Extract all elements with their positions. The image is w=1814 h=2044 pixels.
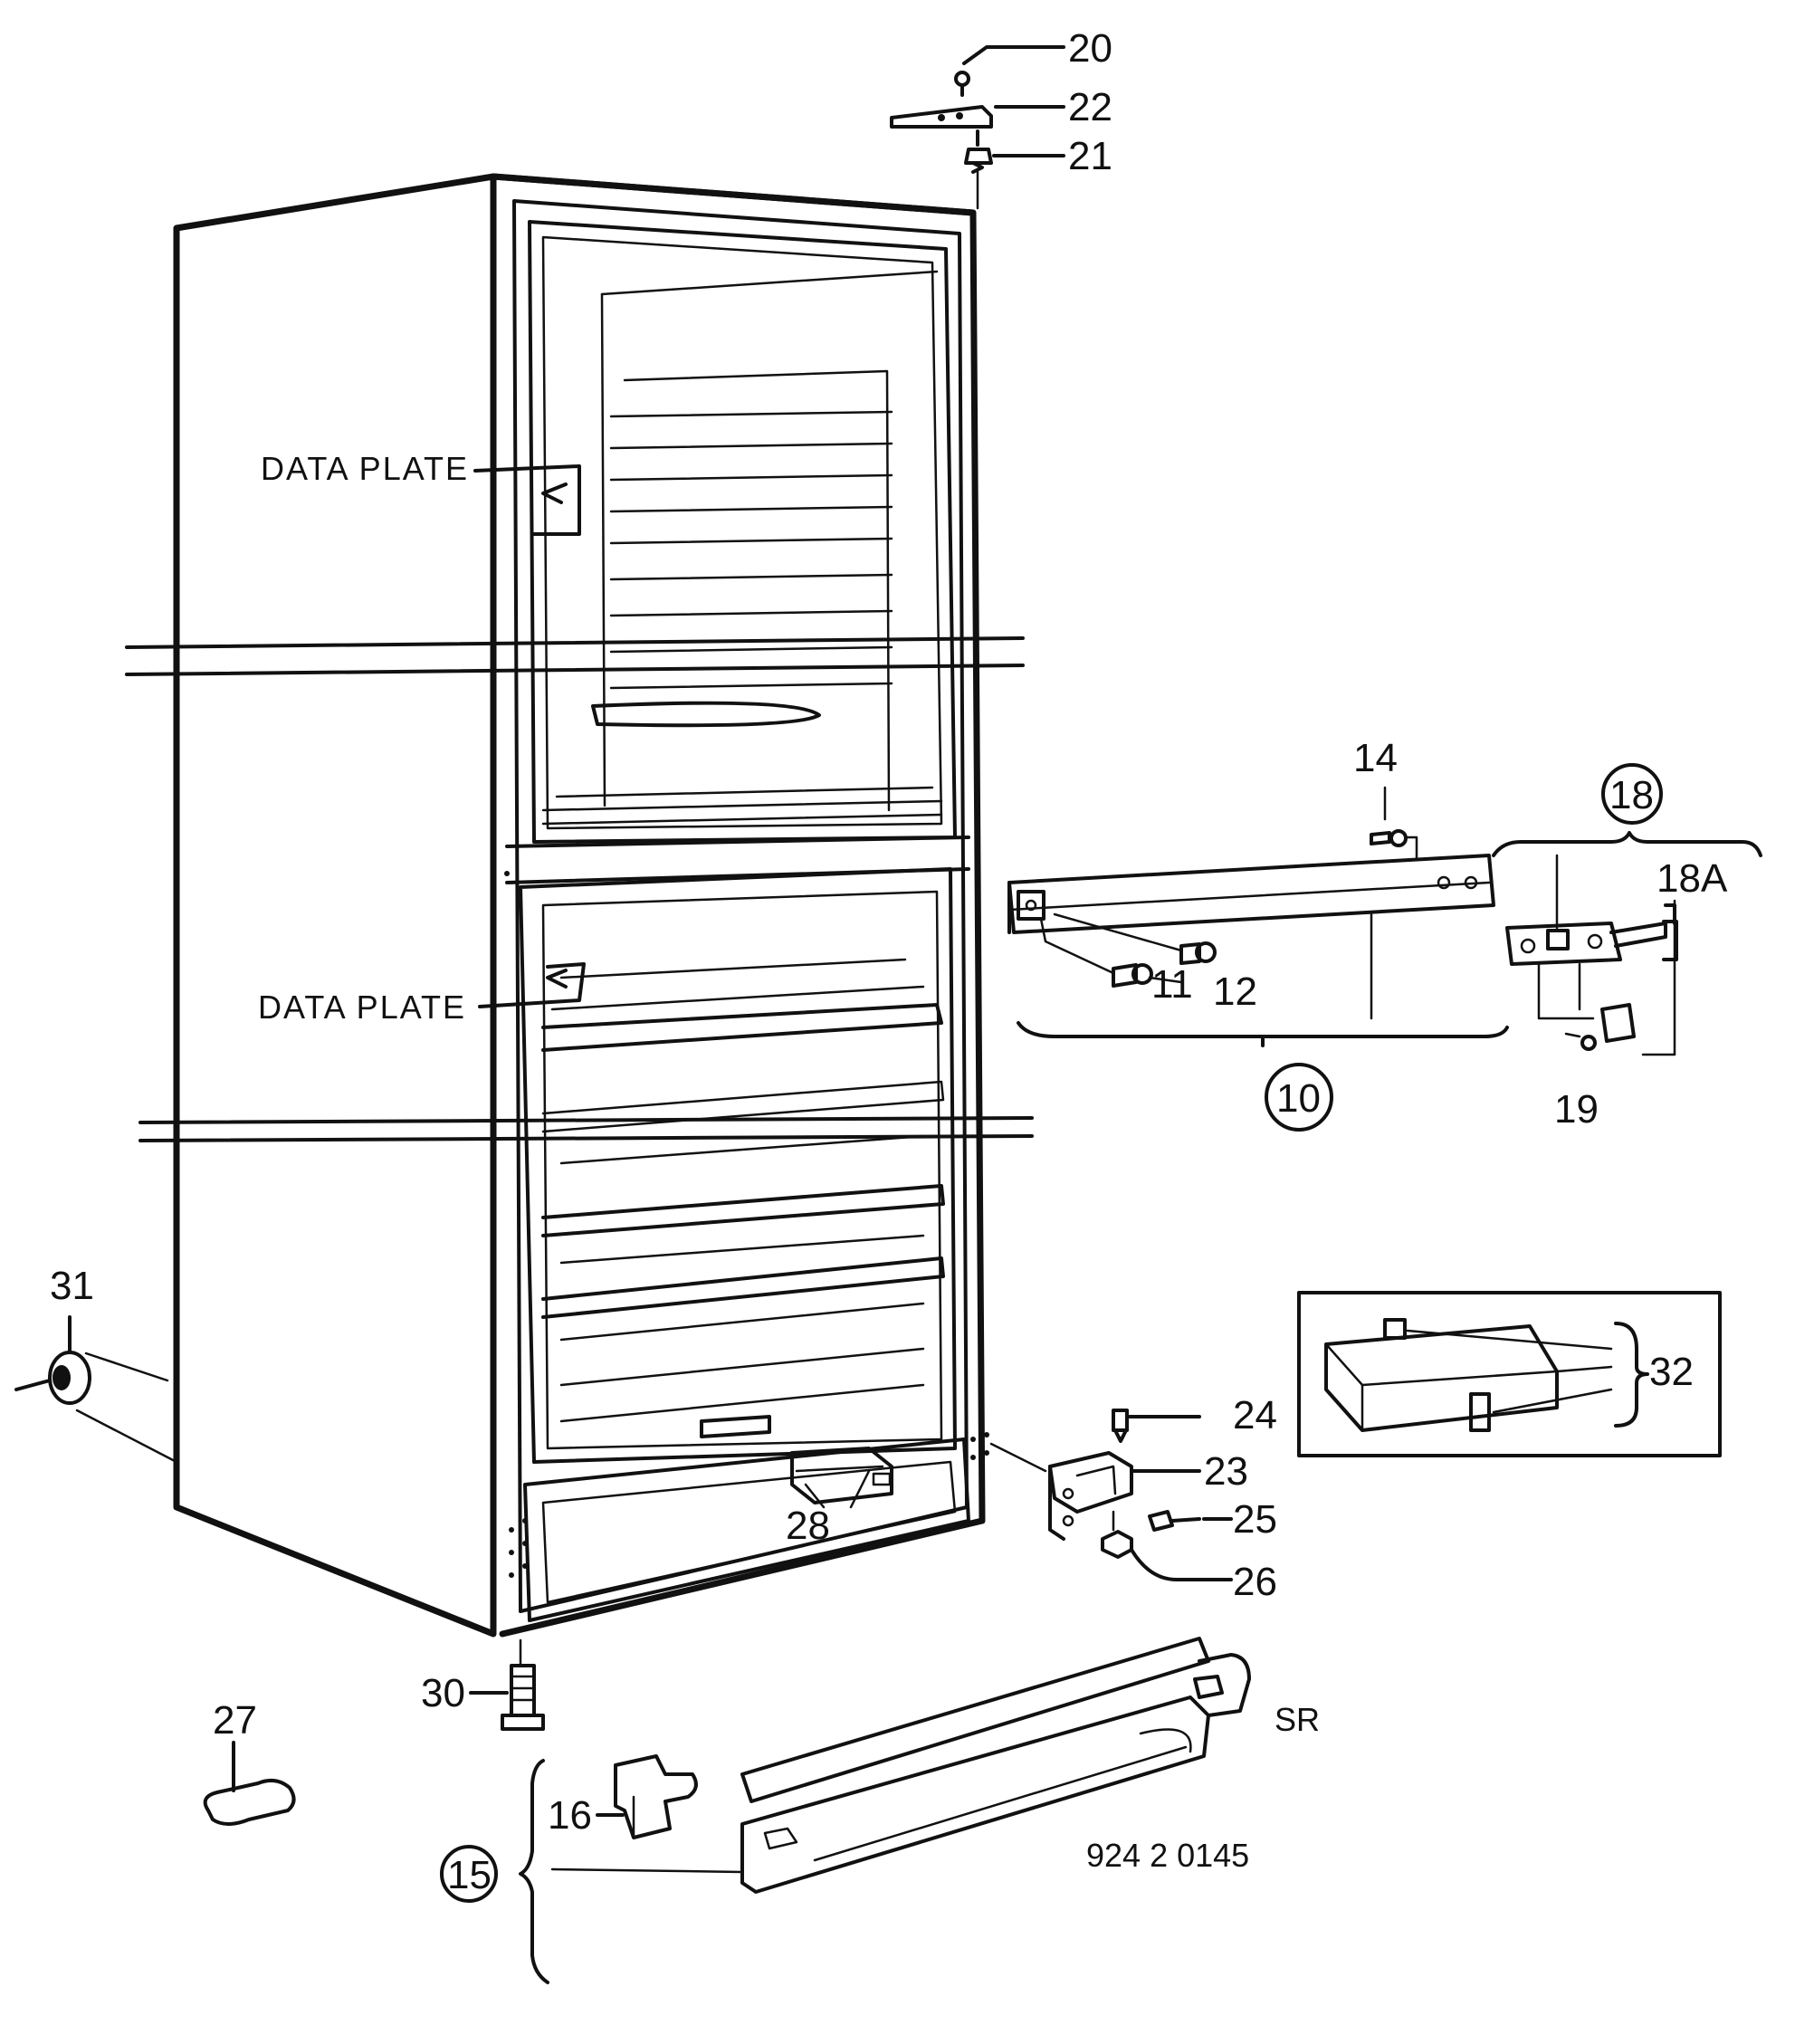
data-plate-upper: DATA PLATE bbox=[261, 450, 581, 536]
lower-hinge-parts bbox=[989, 1409, 1233, 1581]
callout-20: 20 bbox=[1068, 26, 1112, 71]
callout-14: 14 bbox=[1353, 736, 1398, 780]
callout-25: 25 bbox=[1233, 1497, 1277, 1542]
callout-30: 30 bbox=[421, 1671, 465, 1715]
sr-label: SR bbox=[1275, 1701, 1320, 1738]
wire-shelves bbox=[541, 958, 945, 1423]
rail-assembly-10 bbox=[1007, 786, 1509, 1047]
refrigerator-cabinet bbox=[125, 173, 1034, 1638]
evaporator-fins bbox=[609, 410, 893, 690]
drawing-code: 924 2 0145 bbox=[1086, 1837, 1249, 1874]
callout-18: 18 bbox=[1609, 773, 1654, 817]
part-15-door-bar bbox=[519, 1637, 1251, 1984]
callout-15: 15 bbox=[447, 1853, 492, 1897]
perforation-dots bbox=[504, 871, 989, 1578]
data-plate-lower: DATA PLATE bbox=[258, 962, 586, 1026]
callout-28: 28 bbox=[786, 1504, 830, 1548]
callout-27: 27 bbox=[213, 1698, 257, 1743]
callout-22: 22 bbox=[1068, 85, 1112, 129]
data-plate-label-lower: DATA PLATE bbox=[258, 989, 466, 1026]
callout-32: 32 bbox=[1649, 1350, 1694, 1394]
callout-circle-18 bbox=[1601, 763, 1663, 825]
callout-31: 31 bbox=[50, 1264, 94, 1308]
part-31-wheel bbox=[14, 1315, 178, 1464]
callout-26: 26 bbox=[1233, 1560, 1277, 1604]
callout-23: 23 bbox=[1204, 1449, 1248, 1494]
callout-12: 12 bbox=[1213, 969, 1257, 1014]
callout-21: 21 bbox=[1068, 134, 1112, 178]
callout-16: 16 bbox=[548, 1793, 592, 1838]
part-27-wrench bbox=[203, 1741, 296, 1826]
callout-11: 11 bbox=[1151, 962, 1193, 1007]
part-28-bracket bbox=[790, 1447, 893, 1504]
part-32-panel bbox=[1297, 1291, 1722, 1457]
callout-18a: 18A bbox=[1656, 856, 1728, 901]
callout-24: 24 bbox=[1233, 1393, 1277, 1437]
callout-circle-15 bbox=[440, 1845, 498, 1903]
top-hinge-assembly bbox=[890, 45, 1065, 210]
callout-19: 19 bbox=[1554, 1087, 1599, 1132]
callout-circle-10 bbox=[1265, 1063, 1333, 1132]
hinge-assembly-18 bbox=[1492, 831, 1762, 1056]
break-lines bbox=[125, 636, 1034, 1142]
part-30-adjustable-foot bbox=[469, 1638, 545, 1731]
callout-10: 10 bbox=[1276, 1076, 1321, 1121]
data-plate-label-upper: DATA PLATE bbox=[261, 450, 469, 487]
